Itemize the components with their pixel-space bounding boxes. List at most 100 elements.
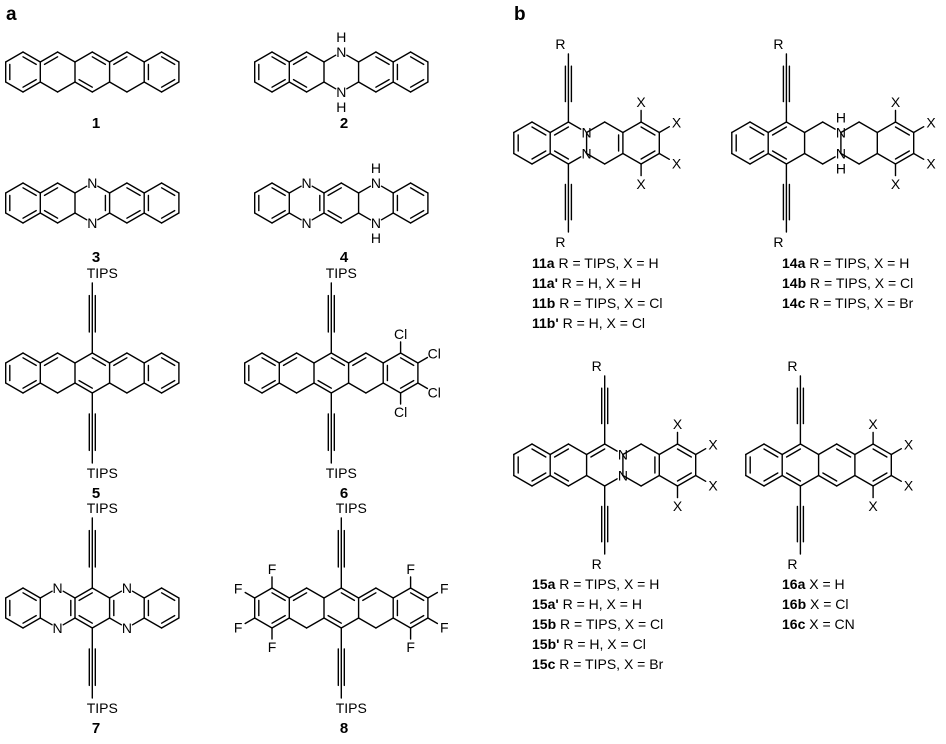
bond	[56, 51, 76, 63]
bond	[22, 81, 41, 93]
compound-id: 11a'	[532, 275, 558, 291]
caption-line: 14a R = TIPS, X = H	[782, 255, 909, 271]
bond	[288, 617, 308, 629]
double-bond	[327, 614, 342, 624]
compound-id: 11b'	[532, 315, 559, 331]
compound-substituents: R = TIPS, X = Cl	[555, 295, 662, 311]
alkyne-end-label: R	[773, 234, 783, 250]
bond	[131, 590, 145, 599]
bond	[97, 185, 111, 194]
bond	[108, 212, 128, 224]
alkyne-end-label: R	[555, 234, 565, 250]
bond	[622, 474, 642, 487]
substituent-label: X	[926, 115, 936, 131]
bond	[836, 443, 856, 456]
double-bond	[327, 209, 342, 219]
double-bond	[409, 614, 425, 624]
bond	[253, 182, 273, 194]
substituent-label: X	[868, 416, 878, 432]
double-bond	[785, 448, 802, 458]
double-bond	[43, 56, 59, 66]
double-bond	[113, 56, 128, 66]
bond	[781, 474, 802, 487]
bond	[854, 474, 874, 487]
bond	[323, 212, 342, 224]
substituent-label: X	[708, 437, 718, 453]
bond	[531, 121, 551, 134]
compound-number-7: 7	[92, 720, 100, 737]
substituent-label: Cl	[394, 326, 407, 342]
double-bond	[375, 56, 390, 66]
bond	[313, 382, 332, 394]
bond	[288, 51, 308, 63]
bond	[799, 474, 820, 487]
bond	[22, 352, 41, 364]
bond	[56, 352, 76, 364]
double-bond	[362, 592, 377, 602]
caption-line: 15b R = TIPS, X = Cl	[532, 616, 663, 632]
bond	[143, 51, 163, 63]
substituent-bond	[658, 125, 670, 134]
bond	[160, 382, 180, 394]
bond	[143, 182, 163, 194]
bond	[392, 212, 412, 224]
compound-substituents: R = H, X = Cl	[559, 315, 645, 331]
bond	[604, 443, 618, 452]
bond	[160, 587, 180, 599]
bond	[4, 182, 24, 194]
compound-id: 11a	[532, 255, 555, 271]
compound-substituents: X = Cl	[806, 596, 848, 612]
double-bond	[399, 357, 415, 367]
bond	[357, 81, 377, 93]
double-bond	[409, 209, 425, 219]
bond	[271, 81, 290, 93]
substituent-label: X	[891, 176, 901, 192]
alkyne-end-label: TIPS	[336, 500, 367, 516]
double-bond	[22, 56, 37, 66]
bond	[817, 474, 838, 487]
double-bond	[872, 472, 888, 482]
bond	[392, 617, 412, 629]
bond	[781, 443, 802, 456]
bond	[126, 81, 145, 93]
double-bond	[43, 357, 59, 367]
alkyne-end-label: R	[787, 358, 797, 374]
bond	[39, 382, 59, 394]
substituent-label: F	[406, 561, 415, 577]
bond	[253, 51, 273, 63]
bond	[56, 212, 76, 224]
bond	[676, 443, 697, 456]
alkyne-end-label: TIPS	[326, 265, 357, 281]
bond	[4, 352, 24, 364]
alkyne-end-label: TIPS	[87, 265, 118, 281]
compound-number-5: 5	[92, 485, 100, 502]
compound-id: 14a	[782, 255, 806, 271]
bond	[278, 382, 298, 394]
compound-number-6: 6	[340, 485, 348, 502]
heteroatom-label: N	[618, 447, 628, 463]
bond	[74, 185, 88, 194]
bond	[785, 121, 806, 134]
bond	[357, 617, 377, 629]
bond	[22, 587, 41, 599]
double-bond	[160, 357, 176, 367]
caption-line: 11a' R = H, X = H	[532, 275, 641, 291]
double-bond	[22, 614, 37, 624]
double-bond	[375, 78, 390, 88]
bond	[872, 474, 892, 487]
compound-substituents: R = TIPS, X = Cl	[806, 275, 913, 291]
bond	[160, 212, 180, 224]
substituent-label: Cl	[394, 404, 407, 420]
double-bond	[531, 150, 547, 160]
double-bond	[22, 379, 37, 389]
bond	[382, 382, 402, 394]
double-bond	[553, 448, 570, 458]
compound-id: 16c	[782, 616, 806, 632]
bond	[91, 617, 111, 629]
double-bond	[78, 379, 94, 389]
bond	[271, 51, 290, 63]
